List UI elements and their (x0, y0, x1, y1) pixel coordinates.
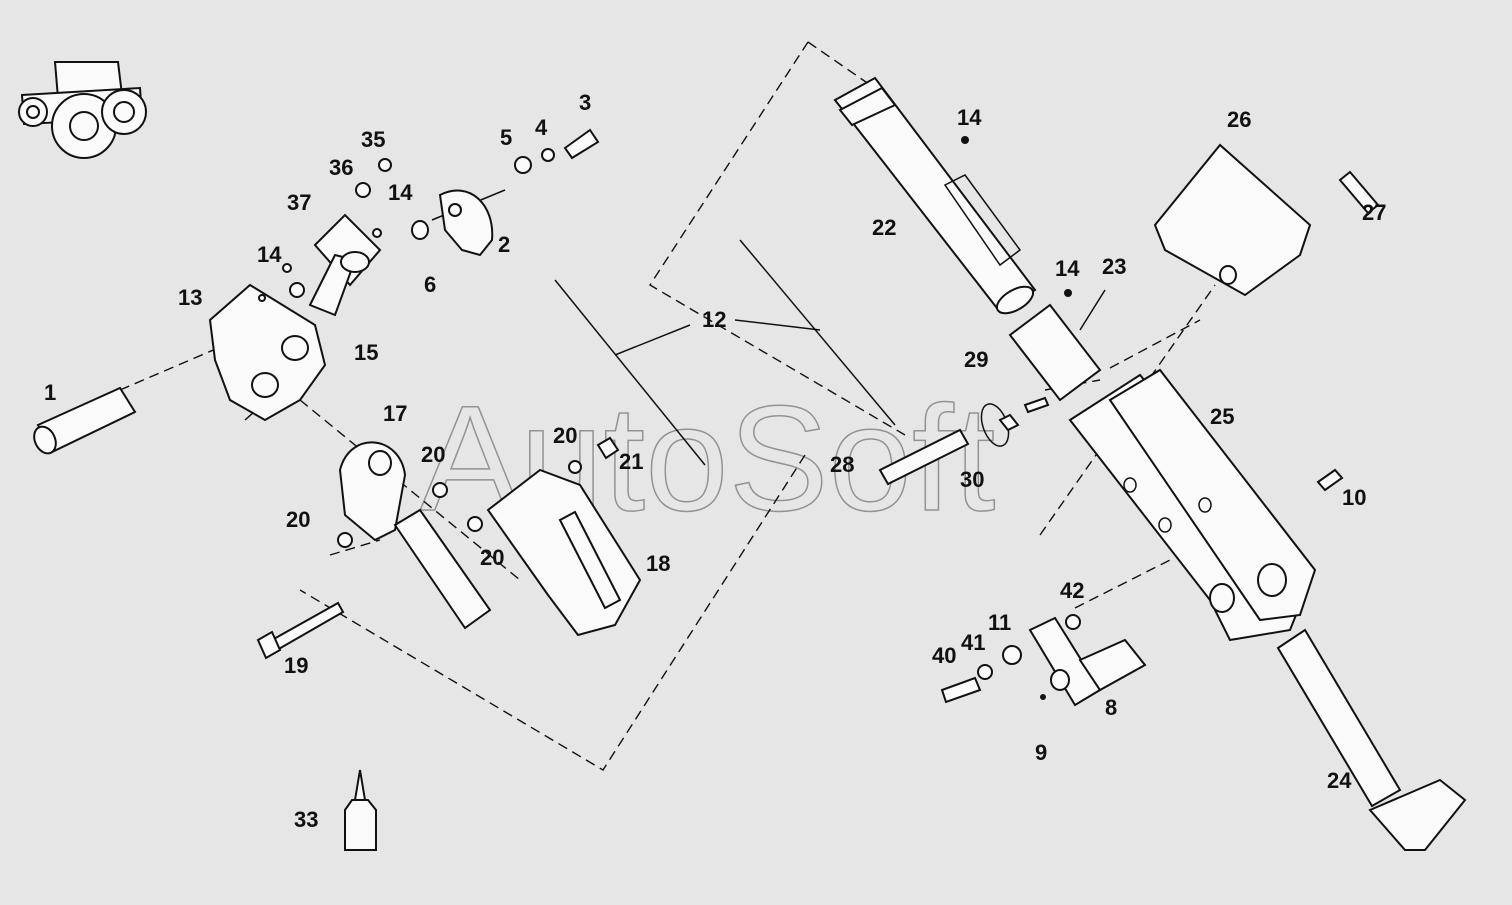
callout-27: 27 (1362, 200, 1386, 225)
callout-35: 35 (361, 127, 385, 152)
clip-part-30 (980, 403, 1020, 447)
callout-15: 15 (354, 340, 378, 365)
callout-42: 42 (1060, 578, 1084, 603)
callout-20c: 20 (480, 545, 504, 570)
callout-6: 6 (424, 272, 436, 297)
nut-part-21 (596, 436, 620, 460)
guide-plate-part-18 (486, 468, 642, 637)
link-part-25 (1068, 368, 1317, 642)
washer-part-20d (568, 460, 582, 474)
callout-29: 29 (964, 347, 988, 372)
callout-14b: 14 (388, 180, 413, 205)
callout-14d: 14 (1055, 256, 1080, 281)
callout-37: 37 (287, 190, 311, 215)
callout-22: 22 (872, 215, 896, 240)
callout-18: 18 (646, 551, 670, 576)
callout-40: 40 (932, 643, 956, 668)
washer-part-11 (1002, 645, 1022, 665)
pin-part-28 (878, 428, 970, 486)
bolt-part-40 (940, 676, 982, 704)
callout-10: 10 (1342, 485, 1366, 510)
callout-20a: 20 (286, 507, 310, 532)
bolt-part-24 (1276, 628, 1467, 851)
callout-23: 23 (1102, 254, 1126, 279)
callout-14a: 14 (257, 242, 282, 267)
key-part-27 (1338, 170, 1380, 215)
nipple-marker-14d (1064, 289, 1072, 297)
nipple-marker-14c (961, 136, 969, 144)
callout-26: 26 (1227, 107, 1251, 132)
callout-36: 36 (329, 155, 353, 180)
shaft-part-15 (308, 213, 382, 317)
bolt-part-35 (378, 158, 392, 172)
callout-19: 19 (284, 653, 308, 678)
washer-part-37 (289, 282, 305, 298)
washer-part-20c (467, 516, 483, 532)
cam-part-2 (438, 189, 494, 257)
callout-17: 17 (383, 401, 407, 426)
washer-part-20b (432, 482, 448, 498)
lock-washer-part-4 (541, 148, 555, 162)
pin-part-29 (1023, 396, 1050, 414)
nut-part-42 (1065, 614, 1081, 630)
callout-24: 24 (1327, 768, 1352, 793)
bottle-part-33 (344, 769, 377, 851)
callout-21: 21 (619, 449, 643, 474)
callout-4: 4 (535, 115, 548, 140)
tractor-icon (18, 61, 147, 159)
callout-2: 2 (498, 232, 510, 257)
callout-20b: 20 (421, 442, 445, 467)
callout-1: 1 (44, 380, 56, 405)
pin-part-1 (33, 386, 137, 455)
sleeve-part-23 (1008, 303, 1102, 402)
washer-part-36 (355, 182, 371, 198)
washer-part-20a (337, 532, 353, 548)
nipple-part-14b (372, 228, 382, 238)
callout-13: 13 (178, 285, 202, 310)
lock-washer-part-41 (977, 664, 993, 680)
bolt-part-3 (563, 128, 600, 160)
callout-20d: 20 (553, 423, 577, 448)
bolt-part-19 (256, 601, 345, 660)
callout-33: 33 (294, 807, 318, 832)
callout-14c: 14 (957, 105, 982, 130)
cover-part-26 (1153, 143, 1312, 297)
callout-9: 9 (1035, 740, 1047, 765)
callout-5: 5 (500, 125, 512, 150)
callout-3: 3 (579, 90, 591, 115)
callout-12: 12 (702, 307, 726, 332)
callout-25: 25 (1210, 404, 1234, 429)
callout-8: 8 (1105, 695, 1117, 720)
callout-11: 11 (988, 610, 1011, 635)
pin-plate-part-8 (1028, 616, 1147, 707)
turnbuckle-part-22 (833, 76, 1037, 315)
callout-labels: 1 2 3 4 5 6 8 9 10 11 12 13 14 14 14 14 … (44, 90, 1386, 832)
washer-part-5 (514, 156, 532, 174)
nipple-part-9 (1040, 694, 1046, 700)
bracket-part-13 (208, 283, 327, 422)
bolt-part-10 (1316, 468, 1344, 492)
nipple-part-14a (282, 263, 292, 273)
callout-30: 30 (960, 467, 984, 492)
callout-28: 28 (830, 452, 854, 477)
callout-41: 41 (961, 630, 985, 655)
bushing-part-6 (411, 220, 429, 240)
clevis-part-17 (338, 441, 492, 630)
